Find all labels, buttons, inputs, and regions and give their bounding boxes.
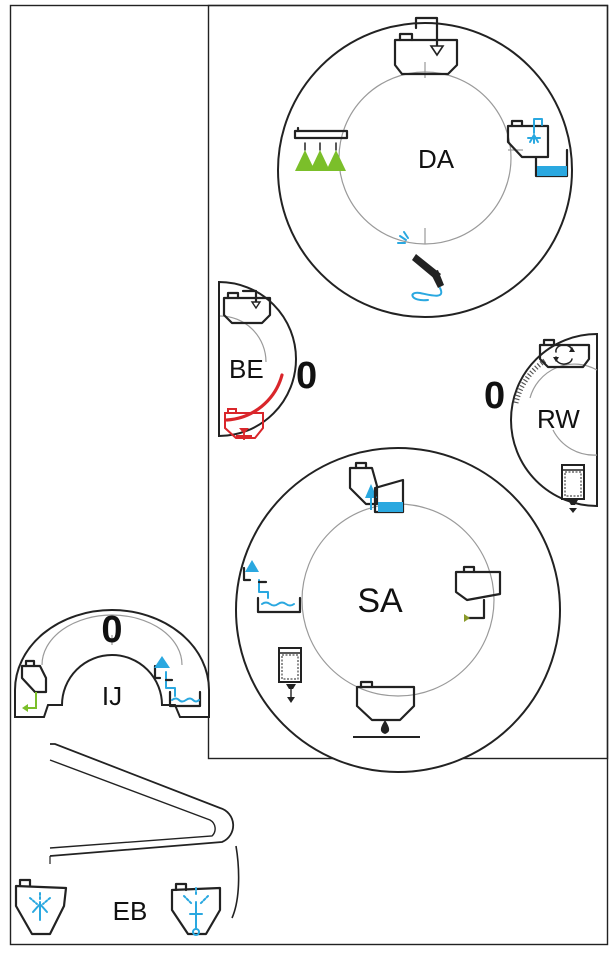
be-counter: 0 <box>296 355 317 397</box>
eb-track-outer <box>49 743 235 857</box>
eb-track-inner <box>49 759 216 849</box>
rw-counter: 0 <box>484 375 505 417</box>
tank-return-icon[interactable] <box>454 565 502 622</box>
da-outer-circle <box>277 22 573 318</box>
ij-outline <box>14 609 210 718</box>
tank-sprinkler-icon[interactable] <box>170 882 222 936</box>
water-injection-icon[interactable] <box>153 656 202 708</box>
tank-drain-icon[interactable] <box>224 408 264 440</box>
rw-label: RW <box>537 404 580 434</box>
ij-counter: 0 <box>101 609 122 651</box>
rw-dial <box>513 357 548 404</box>
sa-label: SA <box>357 582 403 620</box>
spray-boom-icon[interactable] <box>293 126 349 171</box>
da-module[interactable]: DA <box>277 16 573 318</box>
tank-fill-icon[interactable] <box>393 16 459 76</box>
tank-transfer-icon[interactable] <box>348 461 405 514</box>
tank-rinse-icon[interactable] <box>506 118 569 178</box>
rw-module[interactable]: 0 RW <box>484 332 598 513</box>
drop-drain-icon[interactable] <box>353 680 420 738</box>
be-module[interactable]: BE 0 <box>218 280 317 440</box>
tank-spray-icon[interactable] <box>14 878 68 936</box>
tank-rotate-icon[interactable] <box>538 338 591 369</box>
da-label: DA <box>418 144 455 174</box>
ij-label: IJ <box>102 681 122 711</box>
be-level-arc <box>225 373 284 422</box>
filter-icon[interactable] <box>561 464 585 513</box>
tank-fill-icon[interactable] <box>222 289 272 325</box>
be-label: BE <box>229 354 264 384</box>
filter-icon[interactable] <box>278 647 302 703</box>
sa-outer-circle <box>235 447 561 773</box>
eb-module[interactable]: EB <box>14 743 240 936</box>
spray-gun-icon[interactable] <box>397 231 444 302</box>
water-suction-icon[interactable] <box>242 560 302 614</box>
sa-module[interactable]: SA <box>235 447 561 773</box>
eb-label: EB <box>113 896 148 926</box>
ij-module[interactable]: 0 IJ <box>14 609 210 718</box>
hopper-icon[interactable] <box>20 659 48 712</box>
